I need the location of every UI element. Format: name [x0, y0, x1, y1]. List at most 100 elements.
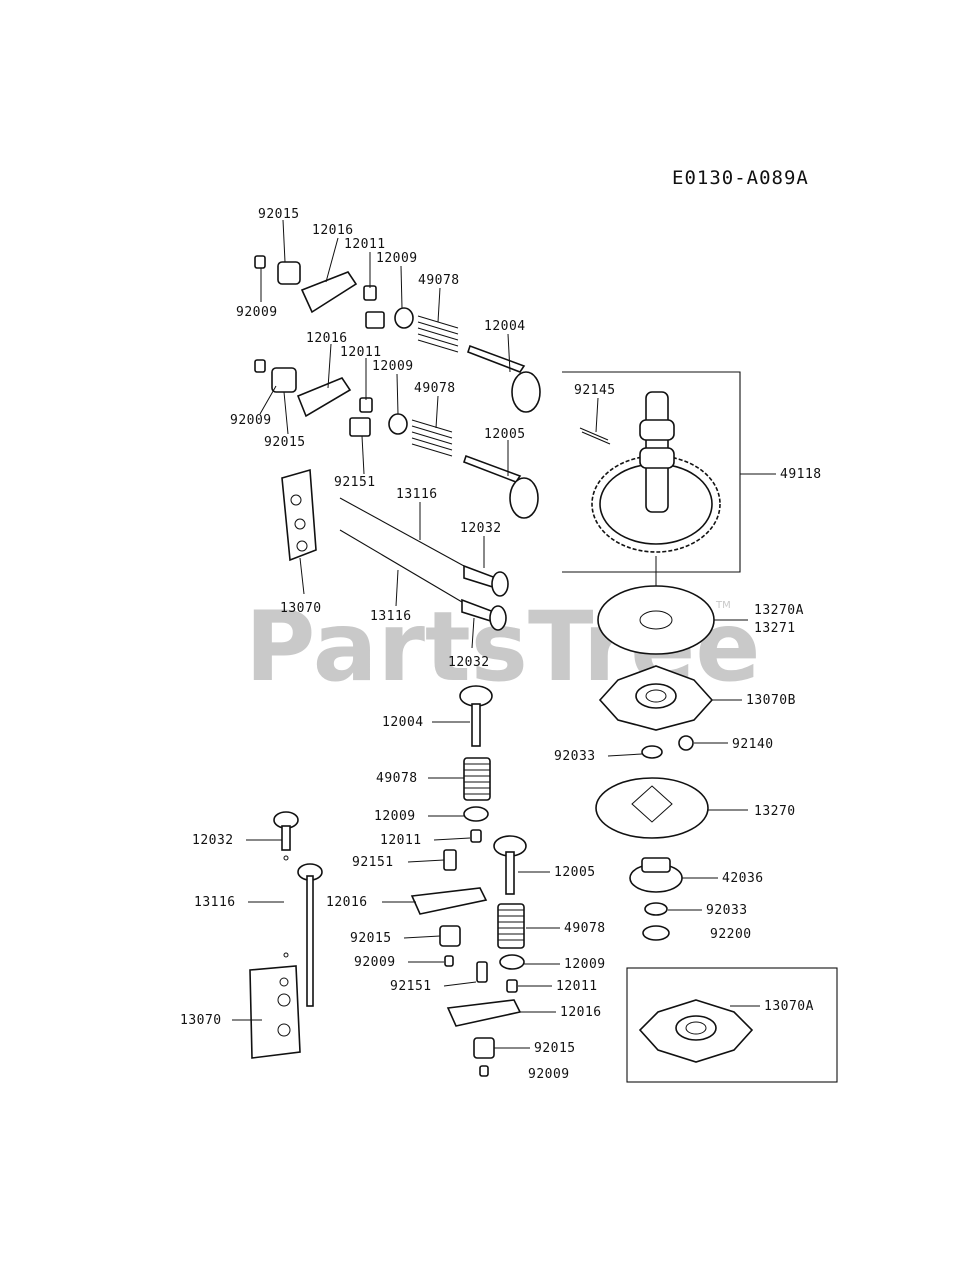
- part-12011-upper-a[interactable]: [363, 285, 377, 301]
- part-13116-pushrod-left[interactable]: [297, 863, 323, 1007]
- label-l11[interactable]: 49078: [414, 381, 456, 396]
- label-l01[interactable]: 92015: [258, 207, 300, 222]
- part-42036-sleeve[interactable]: [629, 857, 683, 893]
- part-12004-upper-valve[interactable]: [466, 344, 541, 413]
- label-l10[interactable]: 12009: [372, 359, 414, 374]
- part-12032-tappet-upper-a[interactable]: [463, 564, 509, 597]
- part-92015-nut-center-a[interactable]: [439, 925, 461, 947]
- label-l47[interactable]: 13070: [180, 1013, 222, 1028]
- label-l32[interactable]: 12032: [192, 833, 234, 848]
- part-12032-tappet-upper-b[interactable]: [461, 598, 507, 631]
- label-l04[interactable]: 12009: [376, 251, 418, 266]
- label-l30[interactable]: 12009: [374, 809, 416, 824]
- label-l19[interactable]: 12032: [460, 521, 502, 536]
- label-l05[interactable]: 49078: [418, 273, 460, 288]
- part-12005-valve-center[interactable]: [493, 835, 527, 895]
- part-92151-upper-b[interactable]: [349, 417, 371, 437]
- label-l03[interactable]: 12011: [344, 237, 386, 252]
- label-l25[interactable]: 13070B: [746, 693, 796, 708]
- label-l50[interactable]: 92015: [534, 1041, 576, 1056]
- label-l06[interactable]: 92009: [236, 305, 278, 320]
- label-l14[interactable]: 92015: [264, 435, 306, 450]
- label-l08[interactable]: 12016: [306, 331, 348, 346]
- label-l49[interactable]: 13070A: [764, 999, 814, 1014]
- label-l27[interactable]: 92033: [554, 749, 596, 764]
- part-92140-ball[interactable]: [678, 735, 694, 751]
- label-l34[interactable]: 92151: [352, 855, 394, 870]
- part-12004-valve-center[interactable]: [459, 685, 493, 747]
- label-l17[interactable]: 49118: [780, 467, 822, 482]
- part-92015-upper-a[interactable]: [277, 261, 301, 285]
- label-l28[interactable]: 92140: [732, 737, 774, 752]
- label-l40[interactable]: 92015: [350, 931, 392, 946]
- part-12005-upper-valve[interactable]: [462, 454, 539, 519]
- part-13270a-washer[interactable]: [597, 585, 715, 655]
- part-92151-upper-a[interactable]: [365, 311, 385, 329]
- part-49078-upper-a[interactable]: [417, 315, 460, 366]
- part-92009-screw-center-a[interactable]: [444, 955, 454, 967]
- label-l46[interactable]: 12011: [556, 979, 598, 994]
- label-l24[interactable]: 12032: [448, 655, 490, 670]
- part-12011-upper-b[interactable]: [359, 397, 373, 413]
- label-l45[interactable]: 92151: [390, 979, 432, 994]
- label-l41[interactable]: 49078: [564, 921, 606, 936]
- part-13070-guide-lower[interactable]: [249, 965, 301, 1059]
- label-l15[interactable]: 12005: [484, 427, 526, 442]
- part-12009-retainer-center-b[interactable]: [499, 954, 525, 970]
- part-49118-camshaft[interactable]: [591, 391, 721, 553]
- part-92033-circlip-lower[interactable]: [644, 902, 668, 916]
- label-l22[interactable]: 13270A: [754, 603, 804, 618]
- label-l38[interactable]: 42036: [722, 871, 764, 886]
- part-13116-pushrod-upper-a[interactable]: [339, 497, 465, 567]
- part-12011-collet-center-b[interactable]: [506, 979, 518, 993]
- part-92015-nut-center-b[interactable]: [473, 1037, 495, 1059]
- part-92009-upper-b[interactable]: [254, 359, 266, 373]
- label-l16[interactable]: 92151: [334, 475, 376, 490]
- label-l12[interactable]: 92145: [574, 383, 616, 398]
- label-l44[interactable]: 12009: [564, 957, 606, 972]
- part-12016-rocker-center-b[interactable]: [446, 999, 522, 1027]
- label-l23[interactable]: 13271: [754, 621, 796, 636]
- label-l07[interactable]: 12004: [484, 319, 526, 334]
- part-12009-upper-a[interactable]: [394, 307, 414, 329]
- label-l33[interactable]: 12011: [380, 833, 422, 848]
- part-13270-dish[interactable]: [595, 777, 709, 839]
- part-92145-pin[interactable]: [579, 427, 611, 445]
- part-12016-upper-b[interactable]: [296, 377, 352, 418]
- label-l48[interactable]: 12016: [560, 1005, 602, 1020]
- label-l13[interactable]: 92009: [230, 413, 272, 428]
- label-l51[interactable]: 92009: [528, 1067, 570, 1082]
- part-92009-screw-center-b[interactable]: [479, 1065, 489, 1077]
- part-12009-retainer-center[interactable]: [463, 806, 489, 822]
- label-l09[interactable]: 12011: [340, 345, 382, 360]
- part-12032-tappet-left[interactable]: [273, 811, 299, 861]
- label-l18[interactable]: 13116: [396, 487, 438, 502]
- part-92009-upper-a[interactable]: [254, 255, 266, 269]
- label-l37[interactable]: 12016: [326, 895, 368, 910]
- label-l21[interactable]: 13116: [370, 609, 412, 624]
- part-92015-upper-b[interactable]: [271, 367, 297, 393]
- label-l31[interactable]: 13270: [754, 804, 796, 819]
- part-13070b-governor[interactable]: [598, 665, 714, 731]
- label-l43[interactable]: 92009: [354, 955, 396, 970]
- part-49078-spring-center-b[interactable]: [497, 903, 525, 949]
- label-l20[interactable]: 13070: [280, 601, 322, 616]
- part-13070-upper[interactable]: [281, 468, 317, 562]
- label-l02[interactable]: 12016: [312, 223, 354, 238]
- label-l36[interactable]: 13116: [194, 895, 236, 910]
- part-12009-upper-b[interactable]: [388, 413, 408, 435]
- label-l35[interactable]: 12005: [554, 865, 596, 880]
- part-13070a-governor[interactable]: [638, 999, 754, 1063]
- label-l42[interactable]: 92200: [710, 927, 752, 942]
- part-12016-rocker-center-a[interactable]: [410, 887, 488, 915]
- part-12016-upper-a[interactable]: [300, 271, 358, 314]
- label-l26[interactable]: 12004: [382, 715, 424, 730]
- part-12011-collet-center[interactable]: [470, 829, 482, 843]
- part-92033-circlip-upper[interactable]: [641, 745, 663, 759]
- label-l29[interactable]: 49078: [376, 771, 418, 786]
- part-92151-stud-center-b[interactable]: [476, 961, 488, 983]
- part-49078-spring-center[interactable]: [463, 757, 491, 801]
- part-49078-upper-b[interactable]: [411, 419, 453, 457]
- part-92151-stud-center-a[interactable]: [443, 849, 457, 871]
- label-l39[interactable]: 92033: [706, 903, 748, 918]
